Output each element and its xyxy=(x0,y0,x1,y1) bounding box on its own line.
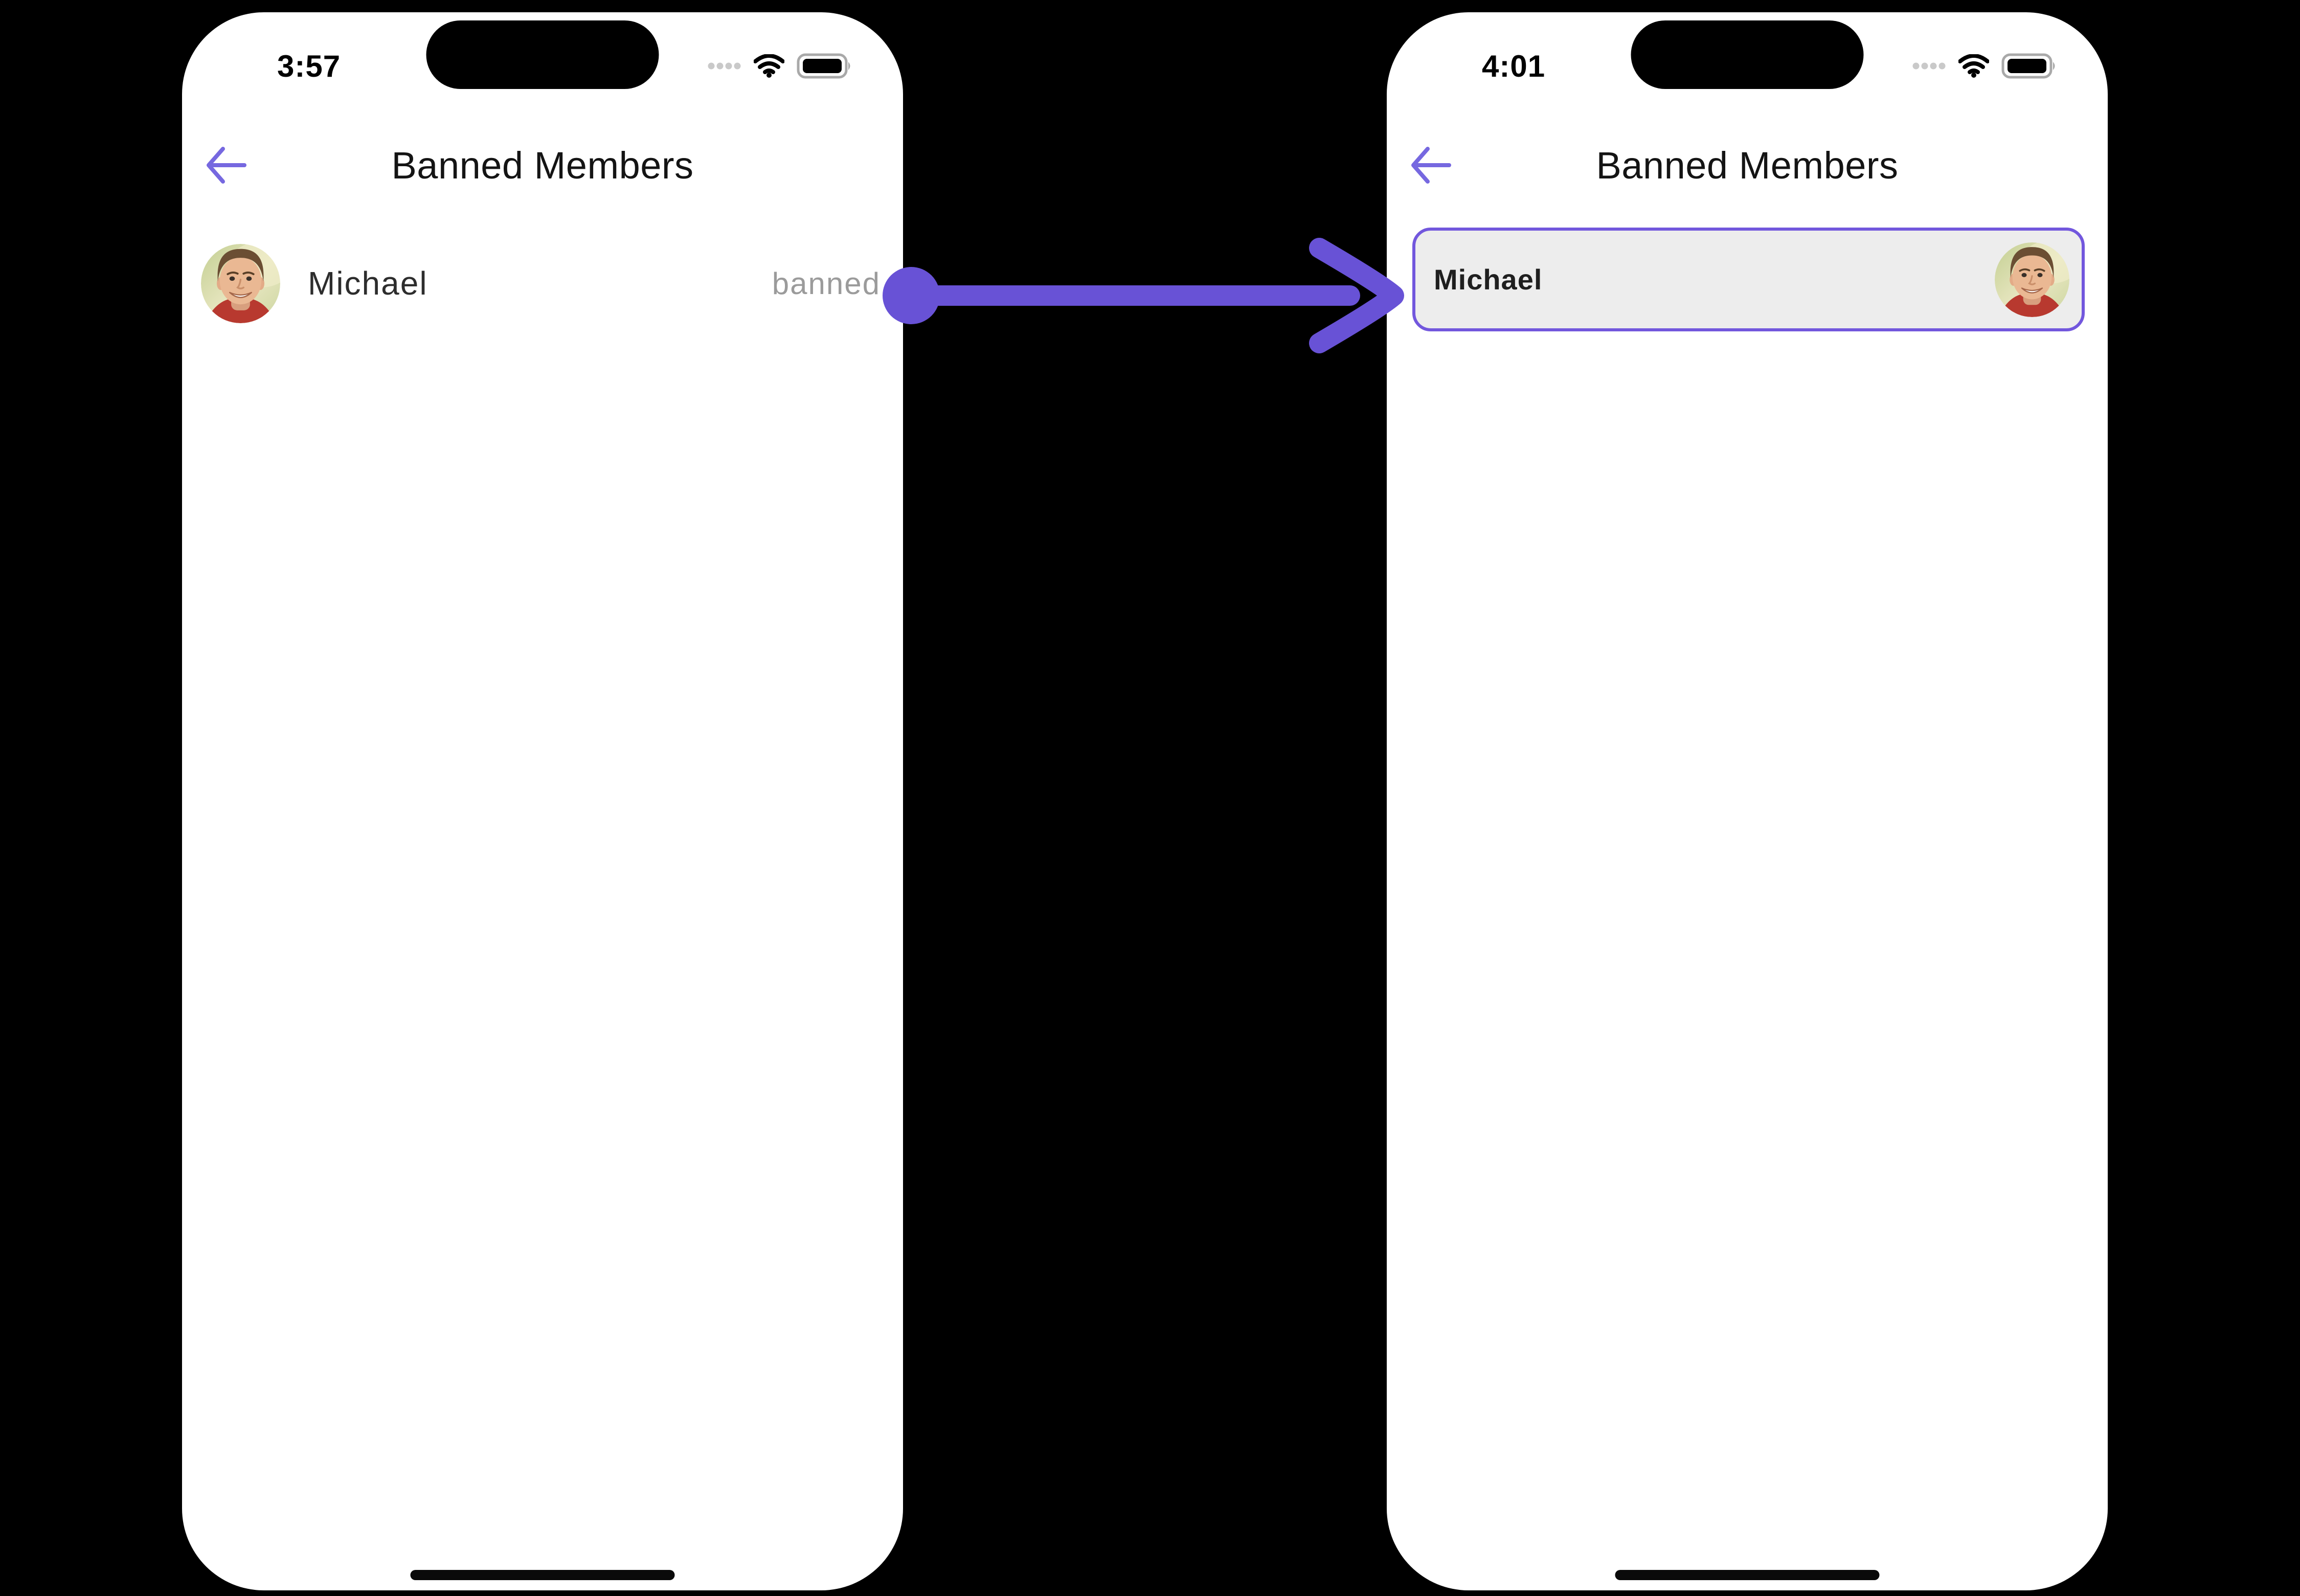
cellular-dots-icon xyxy=(708,62,741,73)
battery-full-icon xyxy=(797,53,853,81)
banned-member-row[interactable]: Michael banned xyxy=(182,243,903,323)
navigation-header: Banned Members xyxy=(1387,143,2108,188)
wifi-icon xyxy=(753,53,785,80)
dynamic-island xyxy=(1631,20,1864,89)
home-indicator[interactable] xyxy=(410,1570,675,1580)
back-button[interactable] xyxy=(1408,144,1453,187)
annotation-arrow xyxy=(883,238,1404,353)
page-title: Banned Members xyxy=(1596,144,1899,187)
selected-member-card[interactable]: Michael xyxy=(1412,228,2085,331)
dynamic-island xyxy=(426,20,659,89)
member-name: Michael xyxy=(308,265,428,302)
arrow-left-icon xyxy=(205,146,247,187)
page-title: Banned Members xyxy=(391,144,694,187)
status-bar-icons xyxy=(1912,53,2058,81)
right-phone-screen: 4:01 xyxy=(1387,12,2108,1590)
cellular-dots-icon xyxy=(1912,62,1946,73)
arrow-left-icon xyxy=(1409,146,1452,187)
banned-status-label: banned xyxy=(772,266,881,301)
status-bar-time: 4:01 xyxy=(1482,49,1546,83)
battery-full-icon xyxy=(2001,53,2058,81)
avatar-michael xyxy=(1995,242,2069,317)
status-bar-time: 3:57 xyxy=(277,49,341,83)
home-indicator[interactable] xyxy=(1615,1570,1880,1580)
wifi-icon xyxy=(1958,53,1990,80)
back-button[interactable] xyxy=(204,144,249,187)
left-phone-screen: 3:57 xyxy=(182,12,903,1590)
avatar-michael xyxy=(201,243,280,323)
navigation-header: Banned Members xyxy=(182,143,903,188)
member-name: Michael xyxy=(1434,263,1543,296)
status-bar-icons xyxy=(708,53,853,81)
